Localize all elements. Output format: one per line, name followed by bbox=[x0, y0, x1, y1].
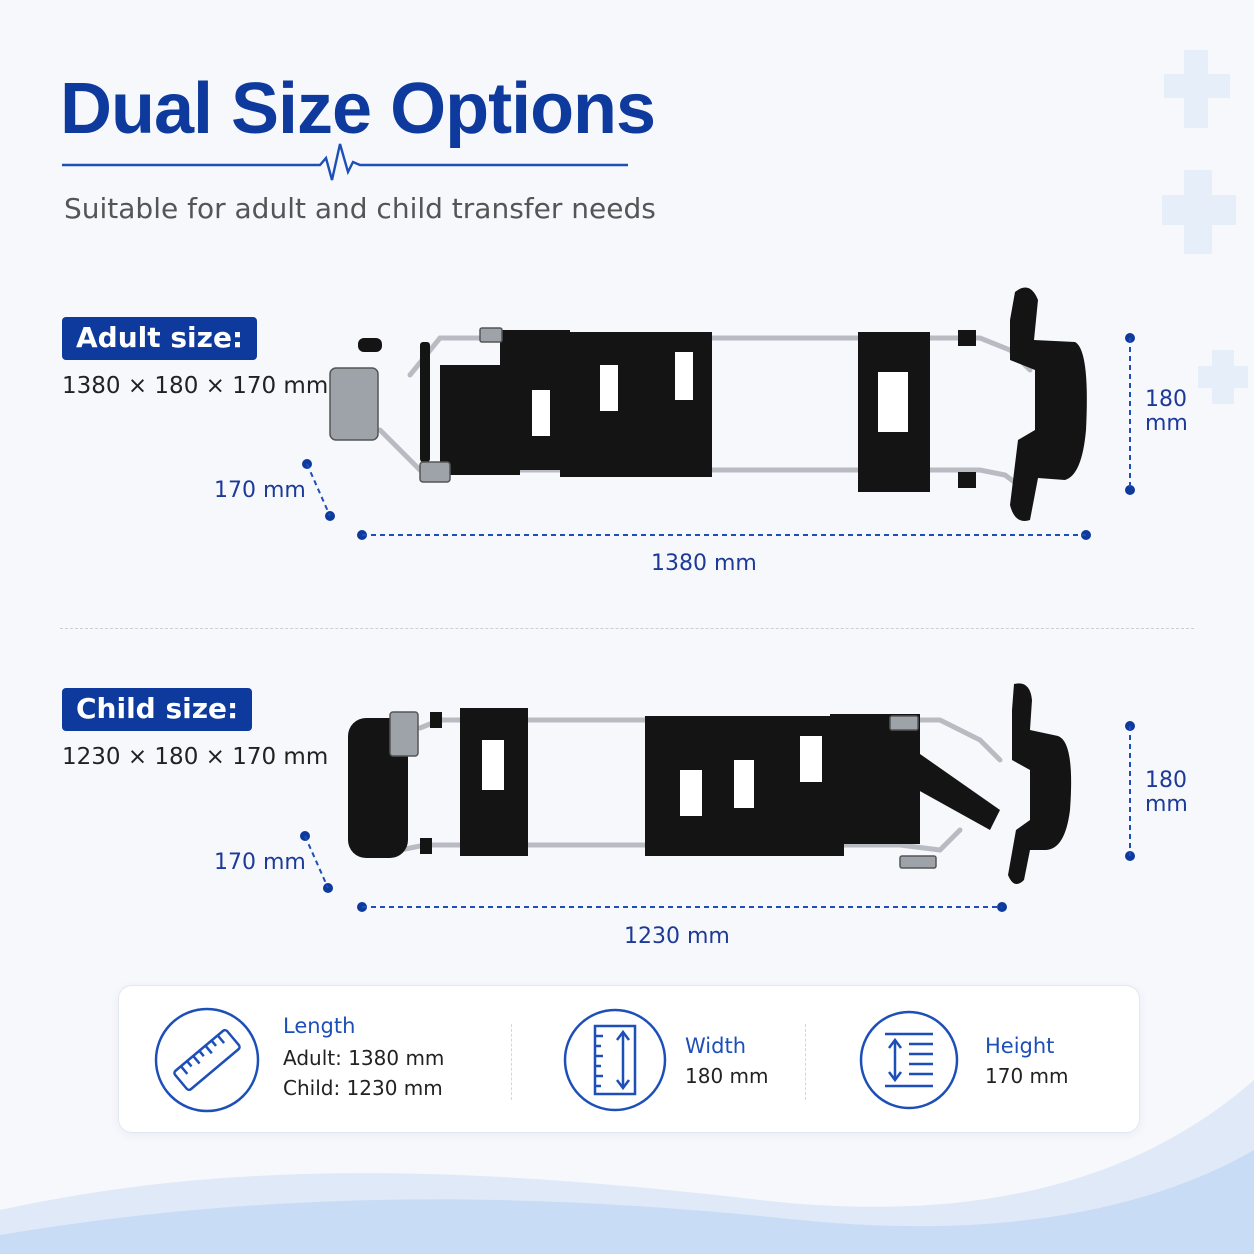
child-stretcher-image bbox=[348, 683, 1072, 884]
specs-card: Length Adult: 1380 mm Child: 1230 mm Wid… bbox=[118, 985, 1140, 1133]
child-width-dimension-line bbox=[1125, 721, 1135, 861]
child-width-unit: mm bbox=[1145, 792, 1188, 817]
length-adult-value: Adult: 1380 mm bbox=[283, 1046, 445, 1070]
spec-separator bbox=[805, 1024, 806, 1100]
heartbeat-divider-icon bbox=[62, 143, 628, 181]
child-size-badge: Child size: bbox=[62, 688, 253, 731]
adult-dimensions: 1380 × 180 × 170 mm bbox=[62, 373, 329, 399]
ruler-icon bbox=[154, 1007, 260, 1113]
child-length-label: 1230 mm bbox=[624, 924, 730, 949]
length-title: Length bbox=[283, 1014, 356, 1038]
width-icon bbox=[563, 1008, 667, 1112]
page-subtitle: Suitable for adult and child transfer ne… bbox=[64, 192, 656, 225]
spec-separator bbox=[511, 1024, 512, 1100]
adult-length-label: 1380 mm bbox=[651, 551, 757, 576]
adult-height-label: 170 mm bbox=[214, 478, 306, 503]
child-height-dimension-line bbox=[300, 831, 333, 893]
child-height-label: 170 mm bbox=[214, 850, 306, 875]
page-title: Dual Size Options bbox=[60, 69, 656, 149]
child-width-value: 180 bbox=[1145, 768, 1187, 793]
height-icon bbox=[859, 1010, 959, 1110]
section-divider bbox=[60, 628, 1194, 629]
height-title: Height bbox=[985, 1034, 1055, 1058]
adult-width-unit: mm bbox=[1145, 411, 1188, 436]
adult-height-dimension-line bbox=[302, 459, 335, 521]
height-value: 170 mm bbox=[985, 1064, 1069, 1088]
length-child-value: Child: 1230 mm bbox=[283, 1076, 443, 1100]
adult-length-dimension-line bbox=[357, 530, 1091, 540]
adult-width-value: 180 bbox=[1145, 387, 1187, 412]
width-title: Width bbox=[685, 1034, 747, 1058]
child-dimensions: 1230 × 180 × 170 mm bbox=[62, 744, 329, 770]
child-length-dimension-line bbox=[357, 902, 1007, 912]
decorative-plus-icons bbox=[1162, 50, 1248, 404]
adult-stretcher-image bbox=[329, 287, 1087, 521]
adult-size-badge: Adult size: bbox=[62, 317, 258, 360]
width-value: 180 mm bbox=[685, 1064, 769, 1088]
adult-width-dimension-line bbox=[1125, 333, 1135, 495]
